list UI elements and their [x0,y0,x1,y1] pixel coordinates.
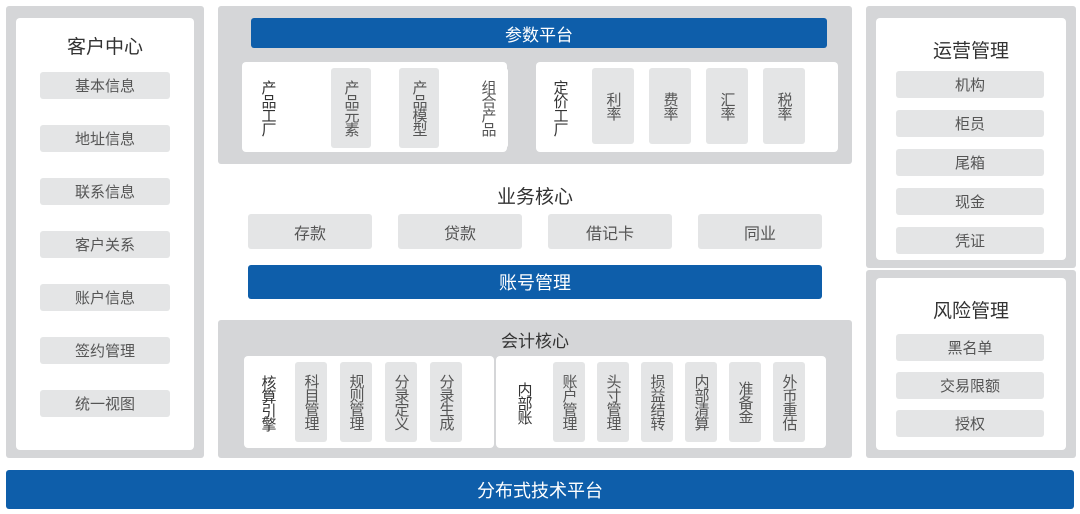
customer-item-contact-info[interactable]: 联系信息 [40,178,170,205]
customer-item-address-info[interactable]: 地址信息 [40,125,170,152]
ops-item-cash[interactable]: 现金 [896,188,1044,215]
accounting-engine-card: 核算引擎 科目管理 规则管理 分录定义 分录生成 [244,356,494,448]
profit-loss-transfer-item[interactable]: 损益结转 [641,362,673,442]
operations-mgmt-card: 运营管理 机构 柜员 尾箱 现金 凭证 [876,18,1066,260]
loan-item[interactable]: 贷款 [398,214,522,249]
internal-account-card: 内部账 账户管理 头寸管理 损益结转 内部清算 准备金 外币重估 [496,356,826,448]
debit-card-item[interactable]: 借记卡 [548,214,672,249]
product-factory-card: 产品工厂 产品元素 产品模型 组合产品 [242,62,508,152]
tax-rate-item[interactable]: 税率 [763,68,805,144]
customer-item-unified-view[interactable]: 统一视图 [40,390,170,417]
ops-item-voucher[interactable]: 凭证 [896,227,1044,254]
customer-center-title: 客户中心 [66,35,143,58]
operations-mgmt-panel: 运营管理 机构 柜员 尾箱 现金 凭证 [866,6,1076,268]
interest-rate-item[interactable]: 利率 [592,68,634,144]
risk-item-transaction-limit[interactable]: 交易限额 [896,372,1044,399]
distributed-platform-bar[interactable]: 分布式技术平台 [6,470,1074,509]
accounting-engine-label: 核算引擎 [259,375,278,431]
customer-center-panel: 客户中心 基本信息 地址信息 联系信息 客户关系 账户信息 签约管理 统一视图 [6,6,204,458]
ops-item-institution[interactable]: 机构 [896,71,1044,98]
position-mgmt-item[interactable]: 头寸管理 [597,362,629,442]
accounting-core-title: 会计核心 [501,331,569,352]
risk-mgmt-panel: 风险管理 黑名单 交易限额 授权 [866,270,1076,458]
entry-generation-item[interactable]: 分录生成 [430,362,462,442]
product-element-item[interactable]: 产品元素 [331,68,371,148]
risk-mgmt-card: 风险管理 黑名单 交易限额 授权 [876,278,1066,450]
fx-revaluation-item[interactable]: 外币重估 [773,362,805,442]
pricing-factory-card: 定价工厂 利率 费率 汇率 税率 [536,62,838,152]
product-model-item[interactable]: 产品模型 [399,68,439,148]
fee-rate-item[interactable]: 费率 [649,68,691,144]
entry-definition-item[interactable]: 分录定义 [385,362,417,442]
accounting-core-panel: 会计核心 核算引擎 科目管理 规则管理 分录定义 分录生成 内部账 账户管理 头… [218,320,852,458]
product-factory-label: 产品工厂 [259,80,278,136]
param-platform-title[interactable]: 参数平台 [251,18,827,48]
risk-item-authorization[interactable]: 授权 [896,410,1044,437]
rule-mgmt-item[interactable]: 规则管理 [340,362,372,442]
internal-clearing-item[interactable]: 内部清算 [685,362,717,442]
risk-item-blacklist[interactable]: 黑名单 [896,334,1044,361]
exchange-rate-item[interactable]: 汇率 [706,68,748,144]
customer-item-account-info[interactable]: 账户信息 [40,284,170,311]
customer-item-contract-mgmt[interactable]: 签约管理 [40,337,170,364]
account-mgmt-item[interactable]: 账户管理 [553,362,585,442]
operations-mgmt-title: 运营管理 [932,39,1009,62]
subject-mgmt-item[interactable]: 科目管理 [295,362,327,442]
deposit-item[interactable]: 存款 [248,214,372,249]
account-mgmt-bar[interactable]: 账号管理 [248,265,822,299]
param-platform-panel: 参数平台 产品工厂 产品元素 产品模型 组合产品 定价工厂 利率 费率 汇率 税… [218,6,852,164]
pricing-factory-label: 定价工厂 [551,80,570,136]
reserve-item[interactable]: 准备金 [729,362,761,442]
customer-item-basic-info[interactable]: 基本信息 [40,72,170,99]
business-core-title: 业务核心 [496,185,573,208]
customer-item-relationship[interactable]: 客户关系 [40,231,170,258]
customer-center-card: 客户中心 基本信息 地址信息 联系信息 客户关系 账户信息 签约管理 统一视图 [16,18,194,450]
ops-item-cash-box[interactable]: 尾箱 [896,149,1044,176]
interbank-item[interactable]: 同业 [698,214,822,249]
internal-account-label: 内部账 [515,382,534,424]
combined-product-item[interactable]: 组合产品 [468,68,508,148]
ops-item-teller[interactable]: 柜员 [896,110,1044,137]
risk-mgmt-title: 风险管理 [932,299,1009,322]
